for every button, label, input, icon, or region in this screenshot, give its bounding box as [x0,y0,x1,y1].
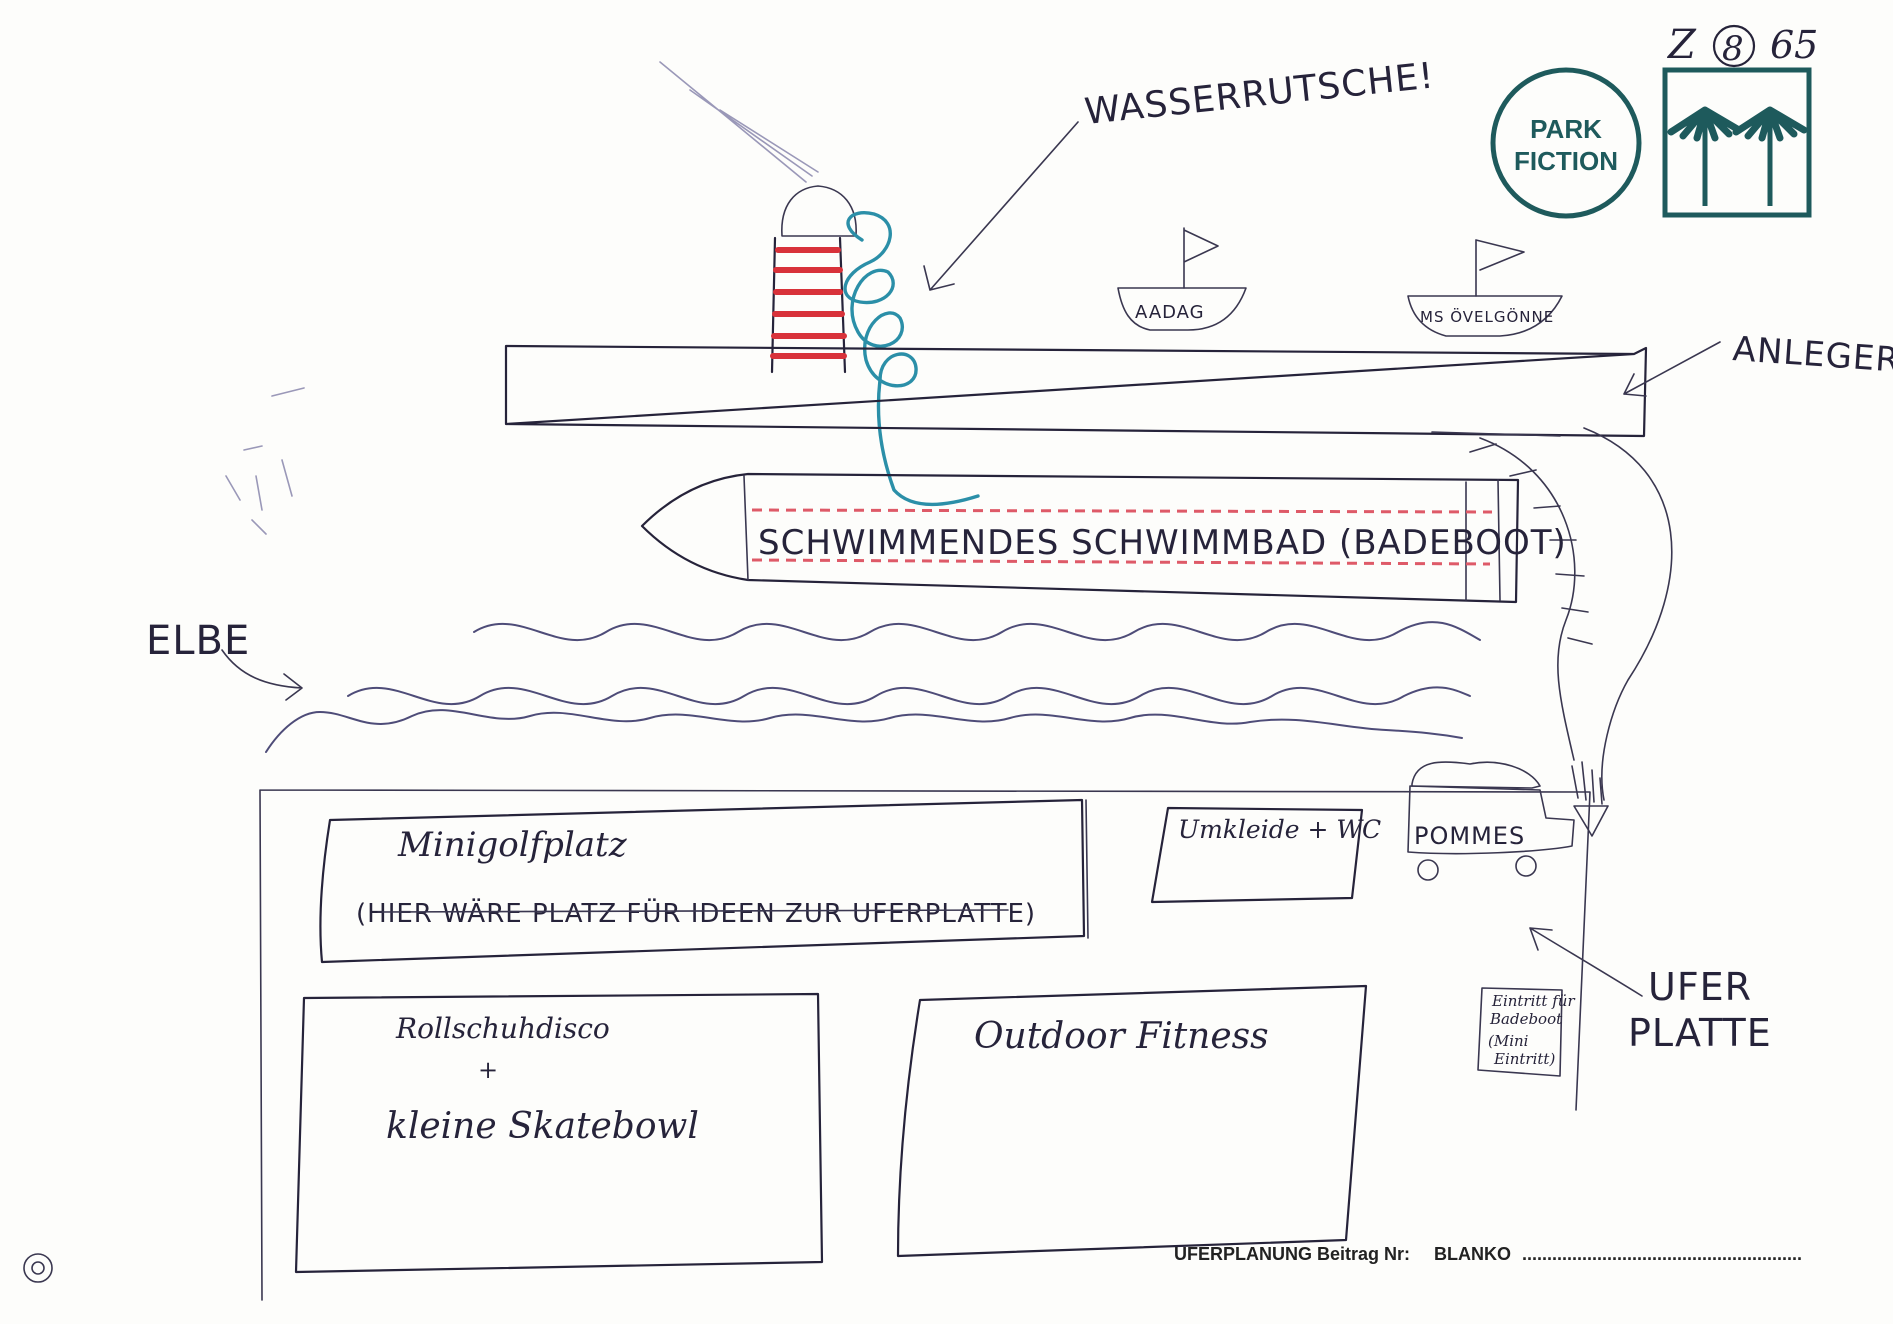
faint-marks [225,387,305,535]
pier-arrow [1623,341,1721,397]
pommes-food-van: POMMES [1407,761,1609,881]
skatebowl-label: kleine Skatebowl [386,1106,699,1147]
sheet-number-suffix: 65 [1770,23,1818,67]
sheet-number-circled: 8 [1722,29,1744,69]
changing-label: Umkleide + WC [1178,815,1381,844]
palm-tree-icon [1732,106,1808,206]
form-dots: ........................................… [1522,1244,1802,1264]
shore-label-line-1: UFER [1648,965,1752,1009]
sheet-number-prefix: Z [1666,22,1697,68]
outdoor-fitness-area: Outdoor Fitness [896,984,1368,1258]
slide-arrow [923,121,1079,291]
logo-line-2: FICTION [1514,146,1618,176]
roller-disco-skatebowl-area: Rollschuhdisco + kleine Skatebowl [294,992,824,1274]
pool-entry-ticket-box: Eintritt für Badeboot (Mini Eintritt) [1477,987,1575,1077]
palm-tree-icon [1667,106,1743,206]
pier-anleger [504,344,1648,438]
entry-line-3: (Mini [1488,1032,1529,1050]
shore-arrow [1529,927,1643,997]
fries-icon [1571,761,1609,837]
minigolf-area: Minigolfplatz (HIER WÄRE PLATZ FÜR IDEEN… [319,798,1089,964]
shore-plate-outline [259,789,1591,1301]
pommes-label: POMMES [1414,822,1525,850]
form-value: BLANKO [1434,1244,1511,1264]
boat-ms-oevelgoenne: MS ÖVELGÖNNE [1407,239,1563,337]
entry-line-2: Badeboot [1489,1010,1563,1028]
river-arrow [221,649,303,701]
entry-line-4: Eintritt) [1493,1050,1555,1068]
submission-form-line: UFERPLANUNG Beitrag Nr: BLANKO .........… [1174,1244,1802,1264]
minigolf-title: Minigolfplatz [397,825,628,865]
boat-aadag-label: AADAG [1135,302,1205,323]
form-label: UFERPLANUNG Beitrag Nr: [1174,1244,1410,1264]
river-wave [473,621,1481,642]
logo-line-1: PARK [1530,114,1602,144]
gangway-outer [1583,427,1673,801]
roller-disco-label: Rollschuhdisco [395,1012,610,1045]
fitness-label: Outdoor Fitness [974,1016,1269,1057]
sheet-number: Z 8 65 [1666,22,1818,69]
river-label: ELBE [146,618,250,664]
lighthouse-slide-tower [659,61,857,374]
pool-boat-label: SCHWIMMENDES SCHWIMMBAD (BADEBOOT) [758,523,1567,563]
pier-label: ANLEGER [1731,329,1893,381]
river-wave [265,709,1463,753]
corner-mark [23,1253,53,1283]
river-wave [347,686,1471,706]
palm-trees-logo-box [1662,67,1812,218]
entry-line-1: Eintritt für [1491,992,1575,1010]
changing-rooms-area: Umkleide + WC [1150,806,1381,904]
park-fiction-logo: PARK FICTION [1490,67,1812,219]
roller-plus: + [478,1056,498,1084]
boat-ms-label: MS ÖVELGÖNNE [1420,307,1554,326]
slide-label: WASSERRUTSCHE! [1083,55,1437,132]
boat-aadag: AADAG [1117,227,1247,331]
shore-label-line-2: PLATTE [1628,1011,1772,1055]
water-slide [843,211,980,506]
gangway-inner [1479,437,1576,761]
floating-pool-boat: SCHWIMMENDES SCHWIMMBAD (BADEBOOT) [640,472,1567,604]
minigolf-note: (HIER WÄRE PLATZ FÜR IDEEN ZUR UFERPLATT… [356,897,1036,929]
minigolf-strikethrough [377,909,1009,913]
